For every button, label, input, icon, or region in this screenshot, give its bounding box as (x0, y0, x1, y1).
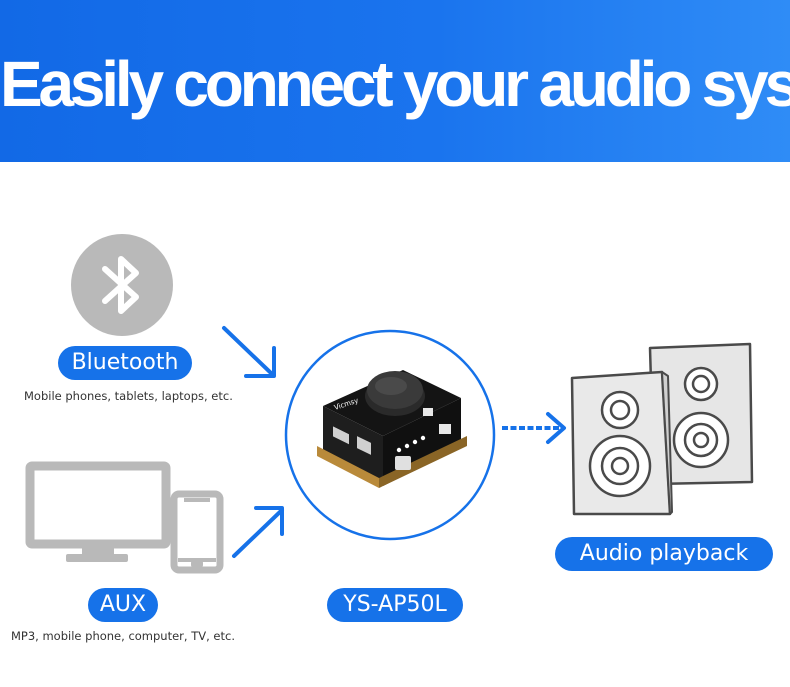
bluetooth-caption: Mobile phones, tablets, laptops, etc. (24, 389, 233, 403)
header-banner: Easily connect your audio system (0, 0, 790, 162)
aux-label: AUX (88, 588, 158, 622)
audio-playback-label: Audio playback (555, 537, 773, 571)
arrow-output-icon (502, 412, 566, 444)
aux-caption: MP3, mobile phone, computer, TV, etc. (11, 629, 235, 643)
amplifier-board-image: Vicmsy (284, 329, 496, 541)
speakers-icon (570, 342, 754, 516)
arrow-aux-icon (232, 506, 284, 558)
page-title: Easily connect your audio system (0, 48, 790, 120)
bluetooth-label: Bluetooth (58, 346, 192, 380)
amplifier-model-label: YS-AP50L (327, 588, 463, 622)
bluetooth-icon (71, 234, 173, 336)
monitor-phone-icon (25, 461, 224, 574)
arrow-bluetooth-icon (222, 326, 276, 378)
